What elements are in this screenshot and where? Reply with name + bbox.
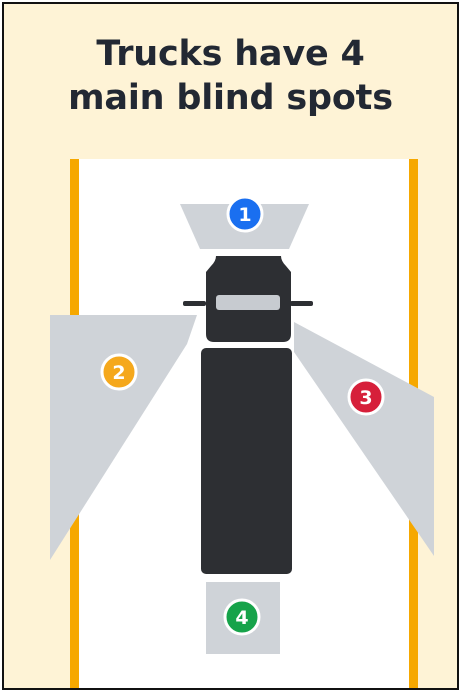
blind-spot-number-2: 2 <box>112 362 125 384</box>
truck-trailer <box>201 348 292 574</box>
blind-spot-number-4: 4 <box>235 607 248 629</box>
blind-spot-number-3: 3 <box>359 387 372 409</box>
blind-spot-badge-1: 1 <box>228 197 262 231</box>
blind-spot-panel: Trucks have 4 main blind spots 1 <box>2 2 459 690</box>
truck-windshield <box>216 295 280 310</box>
right-mirror <box>290 301 313 306</box>
truck-blind-spot-diagram: 1 2 3 4 <box>4 4 459 690</box>
left-mirror <box>183 301 206 306</box>
blind-spot-badge-2: 2 <box>102 355 136 389</box>
blind-spot-badge-4: 4 <box>225 600 259 634</box>
blind-spot-number-1: 1 <box>238 204 251 226</box>
blind-spot-badge-3: 3 <box>349 380 383 414</box>
